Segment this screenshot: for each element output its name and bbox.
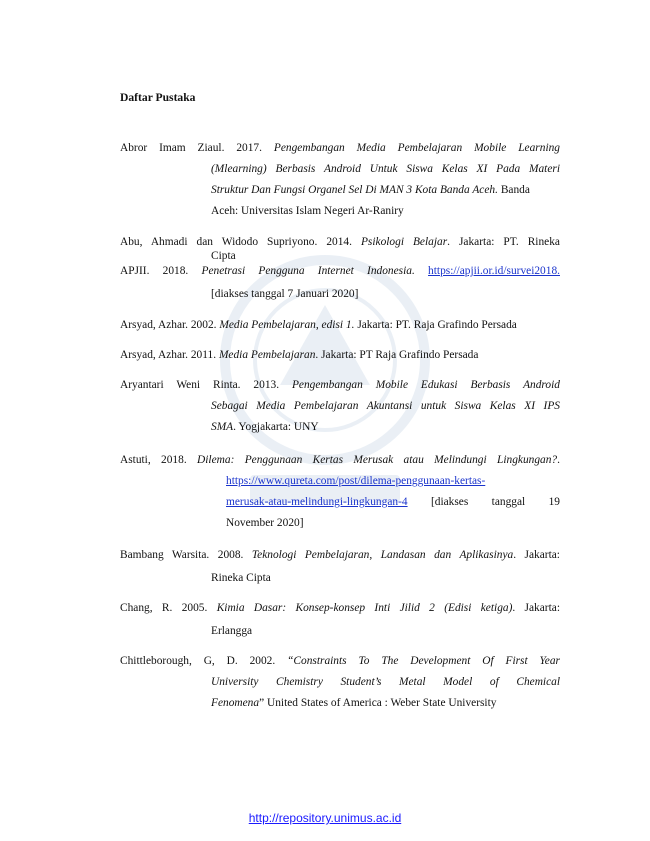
ref-title-cont: Struktur Dan Fungsi Organel Sel Di MAN 3… <box>211 184 498 196</box>
ref-author-year: Astuti, 2018. <box>120 454 187 466</box>
ref-title-cont: Fenomena <box>211 697 260 709</box>
ref-publisher: Banda <box>500 184 530 196</box>
ref-publisher: . Jakarta: PT. Rineka <box>447 236 560 248</box>
ref-title: Pengembangan Media Pembelajaran Mobile L… <box>273 142 560 154</box>
footer: http://repository.unimus.ac.id <box>0 811 650 825</box>
ref-title: Pengembangan Mobile Edukasi Berbasis And… <box>291 379 560 391</box>
ref-punctuation: . <box>557 454 560 466</box>
ref-publisher: Erlangga <box>211 625 253 637</box>
ref-author-year: Arsyad, Azhar. 2011. <box>120 349 217 361</box>
ref-title: Media Pembelajaran, edisi 1. <box>219 319 355 331</box>
ref-author-year: Bambang Warsita. 2008. <box>120 549 244 561</box>
ref-title: Penetrasi Pengguna Internet Indonesia. <box>201 265 415 277</box>
ref-publisher: Cipta <box>211 250 236 262</box>
ref-title: Teknologi Pembelajaran, Landasan dan Apl… <box>251 549 514 561</box>
ref-author-year: Chang, R. 2005. <box>120 602 208 614</box>
page-title: Daftar Pustaka <box>120 91 196 104</box>
ref-author-year: APJII. 2018. <box>120 265 189 277</box>
ref-author-year: Chittleborough, G, D. 2002. <box>120 655 276 667</box>
ref-title-cont: Sebagai Media Pembelajaran Akuntansi unt… <box>211 400 560 412</box>
ref-author-year: Arsyad, Azhar. 2002. <box>120 319 217 331</box>
ref-title-cont: University Chemistry Student’s Metal Mod… <box>211 676 560 688</box>
ref-link[interactable]: https://www.qureta.com/post/dilema-pengg… <box>226 475 486 487</box>
ref-title-cont: SMA <box>211 421 234 433</box>
ref-publisher: . Jakarta: <box>513 549 560 561</box>
ref-title: Dilema: Penggunaan Kertas Merusak atau M… <box>197 454 558 466</box>
ref-publisher: Rineka Cipta <box>211 572 271 584</box>
ref-title: Psikologi Belajar <box>360 236 448 248</box>
ref-publisher: ” United States of America : Weber State… <box>259 697 497 709</box>
ref-publisher: . Yogjakarta: UNY <box>233 421 319 433</box>
repository-link[interactable]: http://repository.unimus.ac.id <box>248 811 402 825</box>
ref-author-year: Abror Imam Ziaul. 2017. <box>120 142 262 154</box>
ref-publisher: Aceh: Universitas Islam Negeri Ar-Raniry <box>211 205 404 217</box>
ref-access-date: [diakses tanggal 19 <box>430 496 560 508</box>
ref-access-date: November 2020] <box>226 517 304 529</box>
ref-access-date: [diakses tanggal 7 Januari 2020] <box>211 288 359 300</box>
ref-title: Kimia Dasar: Konsep-konsep Inti Jilid 2 … <box>216 602 513 614</box>
ref-publisher: . Jakarta: PT Raja Grafindo Persada <box>315 349 479 361</box>
ref-publisher: . Jakarta: <box>512 602 560 614</box>
ref-title: “Constraints To The Development Of First… <box>287 655 560 667</box>
ref-title-cont: (Mlearning) Berbasis Android Untuk Siswa… <box>211 163 560 175</box>
ref-publisher: Jakarta: PT. Raja Grafindo Persada <box>357 319 517 331</box>
ref-author-year: Abu, Ahmadi dan Widodo Supriyono. 2014. <box>120 236 352 248</box>
ref-link[interactable]: merusak-atau-melindungi-lingkungan-4 <box>226 496 408 508</box>
ref-link[interactable]: https://apjii.or.id/survei2018. <box>428 265 560 277</box>
ref-title: Media Pembelajaran <box>218 349 316 361</box>
ref-author-year: Aryantari Weni Rinta. 2013. <box>120 379 280 391</box>
